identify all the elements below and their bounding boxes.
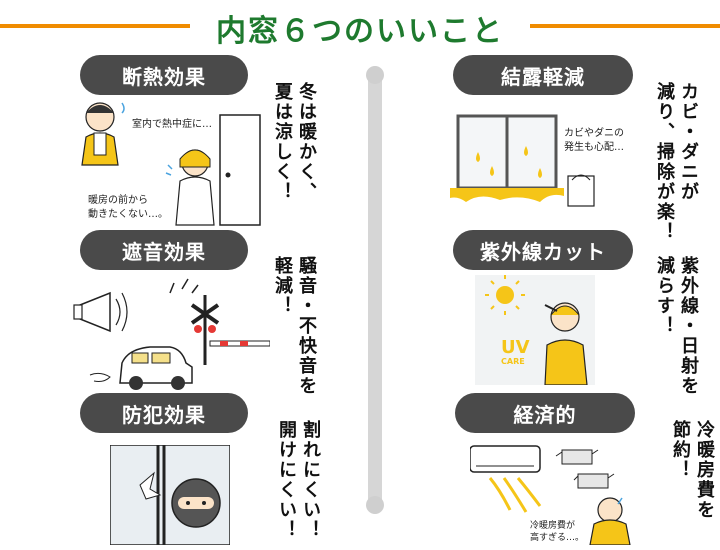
illus-insulation-text3: 動きたくない…。 [88,209,168,220]
air-conditioner-and-bills-illustration [470,445,631,545]
desc-crime-prevention: 割れにくい！ 開けにくい！ [274,420,322,540]
illus-condensation-text2: 発生も心配… [564,142,624,153]
illus-insulation: 室内で熱中症に… 暖房の前から 動きたくない…。 [70,95,270,230]
title-bar: 内窓６つのいいこと [0,0,720,50]
desc-economical: 冷暖房費を 節約！ [668,420,716,540]
desc-insulation: 冬は暖かく、 夏は涼しく！ [270,82,318,232]
illus-economical-text2: 高すぎる…。 [530,533,585,543]
desc-economical-line1: 冷暖房費を [694,420,715,520]
illus-economical: 冷暖房費が 高すぎる…。 [470,440,645,545]
desc-condensation-line1: カビ・ダニが [678,82,699,202]
desc-uv-cut-line1: 紫外線・日射を [678,256,699,396]
desc-crime-prevention-line1: 割れにくい！ [300,420,321,540]
center-divider [368,70,382,510]
desc-soundproof: 騒音・不快音を 軽減！ [270,256,318,396]
illus-soundproof [70,275,270,390]
illus-condensation-text1: カビやダニの [564,128,624,139]
desc-uv-cut-line2: 減らす！ [654,256,675,336]
desc-economical-line2: 節約！ [670,420,691,480]
illus-insulation-text1: 室内で熱中症に… [132,119,212,130]
label-uv-cut: 紫外線カット [453,230,633,270]
desc-soundproof-line2: 軽減！ [272,256,293,316]
title-line-left [0,24,190,28]
illus-economical-text1: 冷暖房費が [530,521,576,531]
desc-insulation-line2: 夏は涼しく！ [272,82,293,202]
noise-sources-illustration [73,278,270,390]
illus-uv-text: UV [501,337,530,358]
desc-soundproof-line1: 騒音・不快音を [296,256,317,396]
illus-crime-prevention [110,445,230,545]
label-crime-prevention: 防犯効果 [80,393,248,433]
desc-crime-prevention-line2: 開けにくい！ [276,420,297,540]
label-soundproof: 遮音効果 [80,230,248,270]
divider-bottom-cap [366,496,384,514]
title-line-right [530,24,720,28]
burglar-at-window-illustration [110,445,230,545]
divider-top-cap [366,66,384,84]
illus-insulation-text2: 暖房の前から [88,195,148,206]
label-insulation: 断熱効果 [80,55,248,95]
desc-insulation-line1: 冬は暖かく、 [296,82,317,202]
desc-condensation-line2: 減り、掃除が楽！ [654,82,675,242]
illus-condensation: カビやダニの 発生も心配… [440,110,640,210]
window-condensation-illustration [450,114,595,207]
label-economical: 経済的 [455,393,635,433]
illus-care-text: CARE [501,357,525,366]
hot-and-cold-people-illustration [81,102,261,226]
illus-uv-cut: UV CARE [475,275,595,385]
label-condensation: 結露軽減 [453,55,633,95]
desc-condensation: カビ・ダニが 減り、掃除が楽！ [652,82,700,242]
sun-and-person-illustration [475,275,595,385]
desc-uv-cut: 紫外線・日射を 減らす！ [652,256,700,396]
page-title: 内窓６つのいいこと [216,14,504,49]
